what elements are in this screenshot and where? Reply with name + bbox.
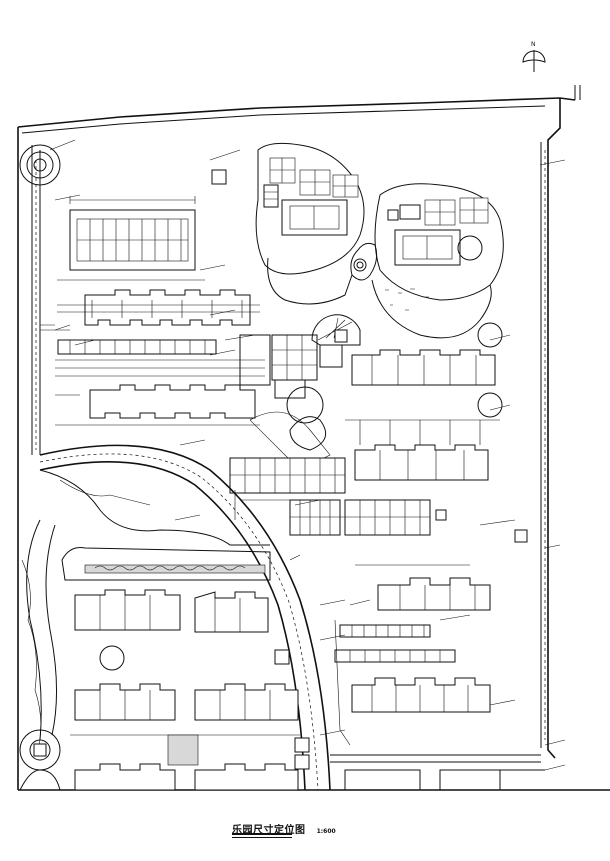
- residential-row-east-b: [354, 322, 503, 481]
- sports-court-block: [57, 196, 205, 281]
- residential-row-2: [55, 384, 260, 426]
- north-arrow-icon: [522, 50, 546, 72]
- clubhouse-cluster: [249, 314, 361, 471]
- dimension-callouts: [49, 139, 566, 771]
- residential-row-east-c: [334, 529, 528, 746]
- drawing-title: 乐园尺寸定位图: [232, 825, 306, 836]
- title-underline: [232, 833, 292, 835]
- residential-row-1: [40, 289, 260, 331]
- residential-row-east-a: [345, 349, 500, 445]
- drawing-scale: 1:600: [316, 828, 336, 835]
- title-underline-thin: [232, 837, 292, 838]
- site-boundary: [17, 85, 610, 791]
- southwest-park: [19, 469, 310, 791]
- drawing-title-block: 乐园尺寸定位图 1:600: [232, 818, 336, 837]
- residential-strip: [55, 334, 271, 386]
- roundabout-top: [19, 144, 61, 186]
- park-area: [211, 142, 504, 339]
- southeast-plots: [344, 769, 545, 791]
- north-label: N: [531, 41, 536, 48]
- middle-court-block: [229, 457, 447, 536]
